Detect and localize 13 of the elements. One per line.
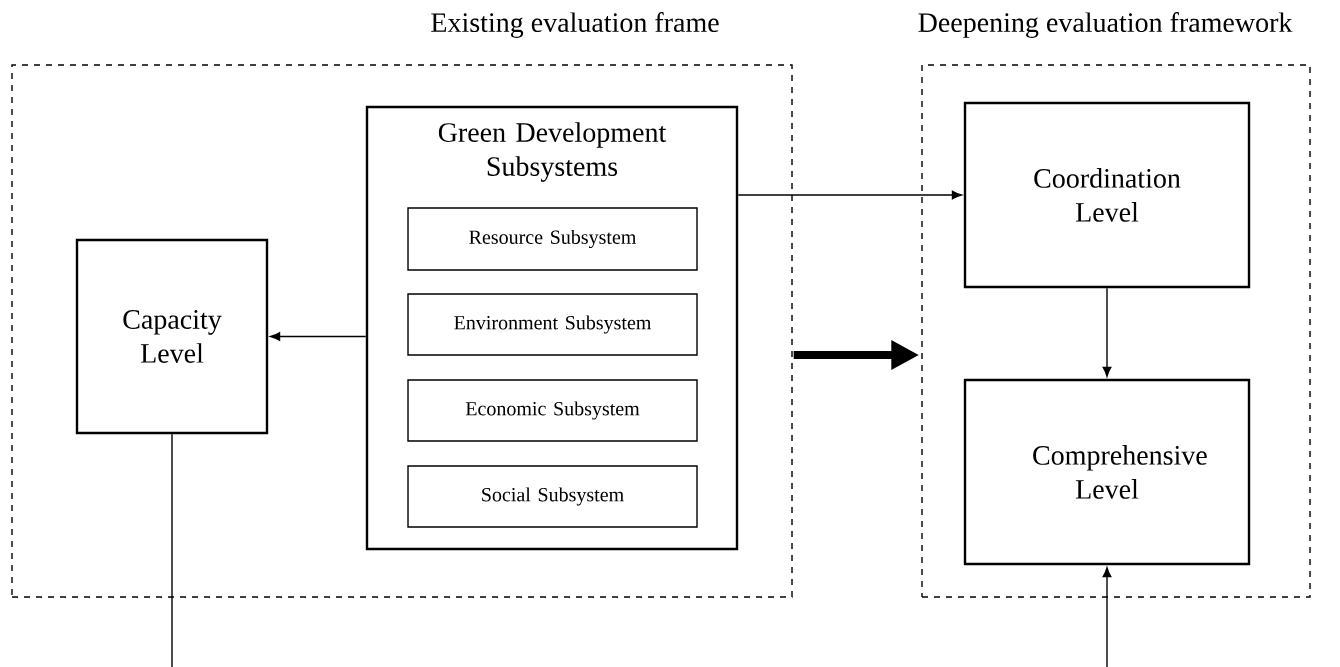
subsystem-box: Social Subsystem: [407, 465, 698, 528]
subsystem-box: Resource Subsystem: [407, 207, 698, 271]
arrow: [270, 332, 367, 341]
arrow: [737, 190, 962, 200]
level-box: Capacity Level: [75, 238, 269, 435]
subsystem-box: Environment Subsystem: [407, 293, 698, 356]
arrow: [1102, 287, 1112, 377]
frame-title: Existing evaluation frame: [431, 12, 719, 38]
subsystem-box: Economic Subsystem: [407, 379, 698, 442]
frame-title: Deepening evaluation framework: [918, 12, 1293, 38]
arrow: [171, 433, 1112, 667]
level-box: Coordination Level: [963, 101, 1251, 289]
level-box: Comprehensive Level: [963, 378, 1251, 566]
